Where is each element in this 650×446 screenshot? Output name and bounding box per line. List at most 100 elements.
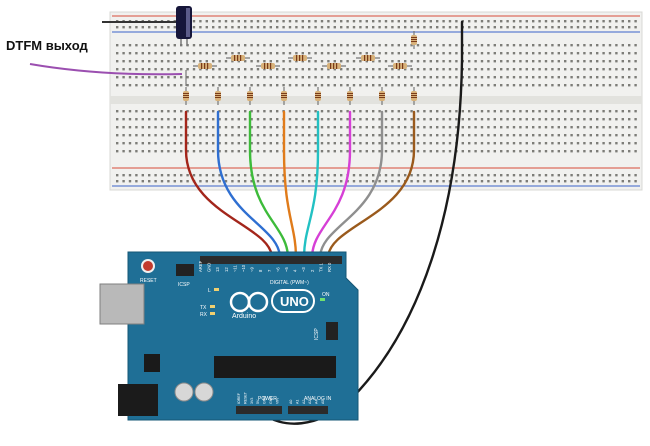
breadboard-hole <box>583 134 586 137</box>
breadboard-hole <box>544 68 548 71</box>
breadboard-hole <box>596 76 599 79</box>
breadboard-hole <box>538 134 541 137</box>
breadboard-hole <box>583 84 586 87</box>
breadboard-hole <box>487 110 490 113</box>
breadboard-hole <box>288 118 292 121</box>
breadboard-hole <box>372 134 375 137</box>
breadboard-hole <box>199 26 202 29</box>
breadboard-hole <box>282 52 285 55</box>
breadboard-hole <box>148 52 151 55</box>
breadboard-hole <box>628 118 631 121</box>
breadboard-hole <box>512 126 516 129</box>
breadboard-hole <box>589 60 592 63</box>
breadboard-hole <box>340 60 343 63</box>
breadboard-hole <box>365 134 368 137</box>
breadboard-hole <box>276 180 279 183</box>
breadboard-hole <box>570 174 573 177</box>
breadboard-hole <box>122 142 125 145</box>
breadboard-hole <box>128 76 132 79</box>
breadboard-hole <box>378 150 381 153</box>
breadboard-hole <box>135 52 138 55</box>
breadboard-hole <box>404 60 407 63</box>
breadboard-hole <box>397 150 400 153</box>
breadboard-hole <box>192 142 196 145</box>
breadboard-hole <box>205 142 208 145</box>
breadboard-hole <box>519 44 522 47</box>
breadboard-hole <box>160 76 164 79</box>
breadboard-hole <box>205 150 208 153</box>
breadboard-hole <box>231 118 234 121</box>
breadboard-hole <box>352 68 356 71</box>
resistor-band <box>330 63 332 69</box>
logo-infinity-right <box>247 291 269 313</box>
breadboard-hole <box>314 174 317 177</box>
breadboard-hole <box>384 134 388 137</box>
breadboard-hole <box>436 174 439 177</box>
breadboard-hole <box>551 60 554 63</box>
breadboard-hole <box>276 76 279 79</box>
breadboard-hole <box>602 84 605 87</box>
breadboard-hole <box>314 44 317 47</box>
breadboard-hole <box>186 134 189 137</box>
breadboard-hole <box>135 180 138 183</box>
breadboard-hole <box>557 180 560 183</box>
breadboard-hole <box>487 52 490 55</box>
breadboard-hole <box>429 84 432 87</box>
breadboard-hole <box>212 68 215 71</box>
breadboard-hole <box>608 20 612 23</box>
breadboard-hole <box>244 60 247 63</box>
breadboard-hole <box>608 126 612 129</box>
breadboard-hole <box>237 134 240 137</box>
breadboard-hole <box>404 118 407 121</box>
breadboard-hole <box>506 76 509 79</box>
breadboard-hole <box>583 76 586 79</box>
breadboard-hole <box>519 118 522 121</box>
breadboard-hole <box>525 142 528 145</box>
breadboard-hole <box>244 52 247 55</box>
breadboard-hole <box>282 180 285 183</box>
breadboard-hole <box>256 84 260 87</box>
breadboard-hole <box>301 110 304 113</box>
breadboard-hole <box>346 150 349 153</box>
breadboard-hole <box>436 20 439 23</box>
breadboard-hole <box>250 110 253 113</box>
microcontroller-chip <box>214 356 336 378</box>
breadboard-hole <box>506 44 509 47</box>
breadboard-hole <box>416 44 420 47</box>
breadboard-hole <box>224 174 228 177</box>
breadboard-hole <box>461 84 464 87</box>
breadboard-hole <box>141 44 144 47</box>
breadboard-hole <box>314 76 317 79</box>
breadboard-hole <box>602 134 605 137</box>
resistor-band <box>247 95 253 96</box>
breadboard-hole <box>205 68 208 71</box>
breadboard-hole <box>474 150 477 153</box>
breadboard-hole <box>410 44 413 47</box>
breadboard-hole <box>365 110 368 113</box>
breadboard-hole <box>480 126 484 129</box>
breadboard-hole <box>519 174 522 177</box>
breadboard-hole <box>608 68 612 71</box>
breadboard-hole <box>308 134 311 137</box>
breadboard-hole <box>263 110 266 113</box>
breadboard-hole <box>116 180 119 183</box>
breadboard-hole <box>128 110 132 113</box>
breadboard-hole <box>244 84 247 87</box>
breadboard-hole <box>500 150 503 153</box>
jumper-wire <box>260 20 464 425</box>
breadboard-hole <box>391 134 394 137</box>
breadboard-hole <box>544 60 548 63</box>
breadboard-hole <box>429 142 432 145</box>
breadboard-hole <box>224 126 228 129</box>
breadboard-hole <box>378 180 381 183</box>
breadboard-hole <box>468 142 471 145</box>
breadboard-hole <box>116 110 119 113</box>
breadboard-hole <box>122 134 125 137</box>
breadboard-hole <box>231 174 234 177</box>
breadboard-hole <box>583 44 586 47</box>
breadboard-hole <box>237 150 240 153</box>
capacitor-smd-right <box>194 382 214 402</box>
breadboard-hole <box>538 44 541 47</box>
breadboard-hole <box>167 76 170 79</box>
